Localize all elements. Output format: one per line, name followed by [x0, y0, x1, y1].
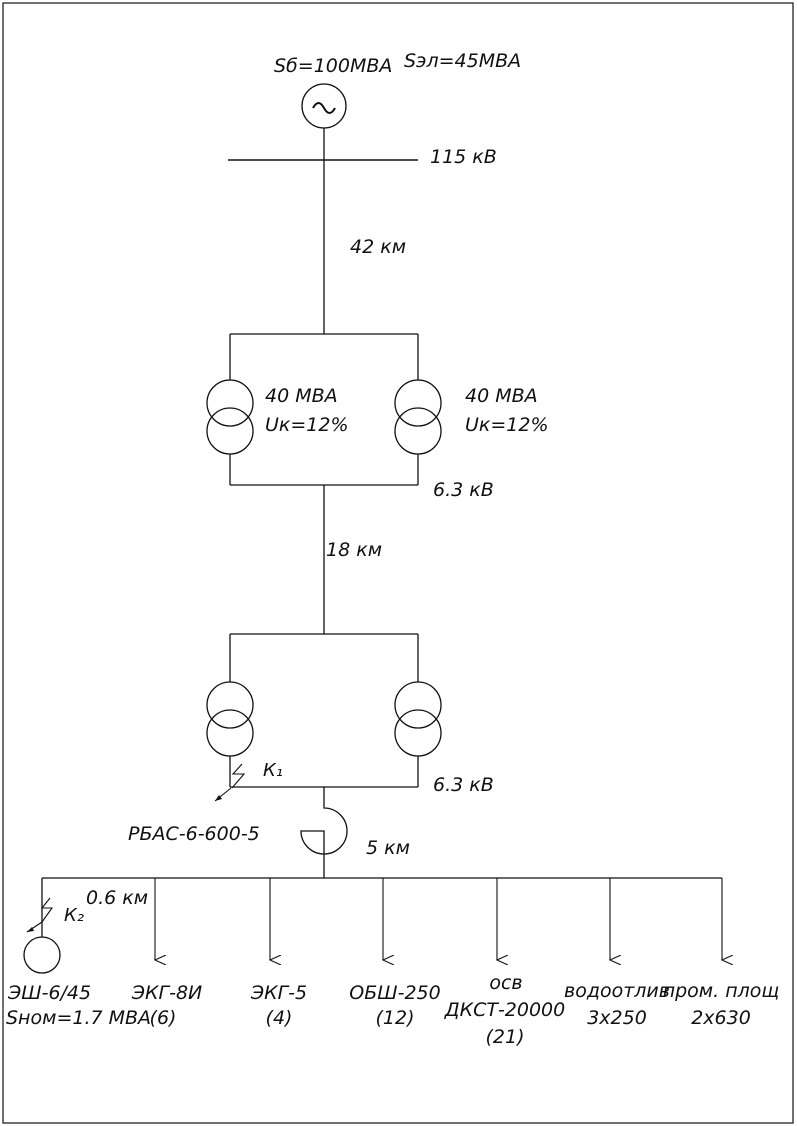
load-count-ekg5: (4): [266, 1007, 293, 1029]
load-count-lighting: (21): [485, 1026, 524, 1048]
load-count-ekg8i: (6): [150, 1007, 177, 1029]
bus-115kv-label: 115 кВ: [430, 146, 497, 168]
transformer-t2-power-label: 40 МВА: [465, 385, 538, 407]
ac-generator-icon: [301, 83, 347, 129]
short-circuit-icon: [26, 897, 54, 933]
transformer-t2-icon: [394, 379, 442, 455]
line-5km-label: 5 км: [366, 837, 410, 859]
reactor-type-label: РБАС-6-600-5: [128, 823, 260, 845]
load-label-obsh250: ОБШ-250: [349, 982, 440, 1004]
load-rating-drainage: 3х250: [587, 1007, 647, 1029]
fault-k1-label: К₁: [263, 760, 283, 781]
load-label-excavator-esh: ЭШ-6/45: [7, 982, 91, 1004]
load-label-lighting: осв: [489, 972, 522, 994]
load-label-ekg5: ЭКГ-5: [250, 982, 307, 1004]
short-circuit-icon: [214, 763, 246, 802]
current-limiting-reactor-icon: [300, 787, 348, 878]
load-label-ekg8i: ЭКГ-8И: [131, 982, 203, 1004]
source-base-power-label: Sб=100МВА: [274, 55, 392, 77]
load-type-lighting: ДКСТ-20000: [444, 999, 566, 1021]
fault-k2-label: К₂: [64, 905, 84, 926]
substation1-bus-voltage-label: 6.3 кВ: [433, 479, 494, 501]
transformer-t3-icon: [206, 681, 254, 757]
transformer-t1-icon: [206, 379, 254, 455]
load-label-drainage: водоотлив: [564, 980, 670, 1002]
load-count-obsh250: (12): [375, 1007, 414, 1029]
branch-distance-label: 0.6 км: [86, 887, 148, 909]
load-rating-excavator-esh: Sном=1.7 МВА: [6, 1007, 151, 1029]
motor-icon: [23, 936, 61, 974]
load-label-industrial-site: пром. площ: [663, 980, 780, 1002]
source-system-power-label: Sэл=45МВА: [404, 50, 521, 72]
transformer-t2-uk-label: Uк=12%: [465, 414, 549, 436]
line-42km-label: 42 км: [350, 236, 406, 258]
transformer-t1-uk-label: Uк=12%: [265, 414, 349, 436]
line-18km-label: 18 км: [326, 539, 382, 561]
transformer-t4-icon: [394, 681, 442, 757]
substation2-bus-voltage-label: 6.3 кВ: [433, 774, 494, 796]
load-rating-industrial-site: 2х630: [691, 1007, 751, 1029]
transformer-t1-power-label: 40 МВА: [265, 385, 338, 407]
